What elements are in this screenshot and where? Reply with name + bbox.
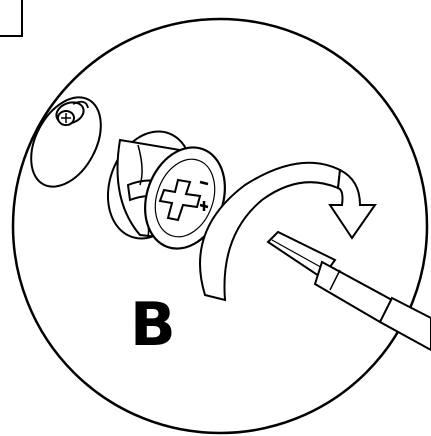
step-label: B bbox=[130, 290, 176, 360]
panel-frame-corner bbox=[0, 0, 22, 36]
